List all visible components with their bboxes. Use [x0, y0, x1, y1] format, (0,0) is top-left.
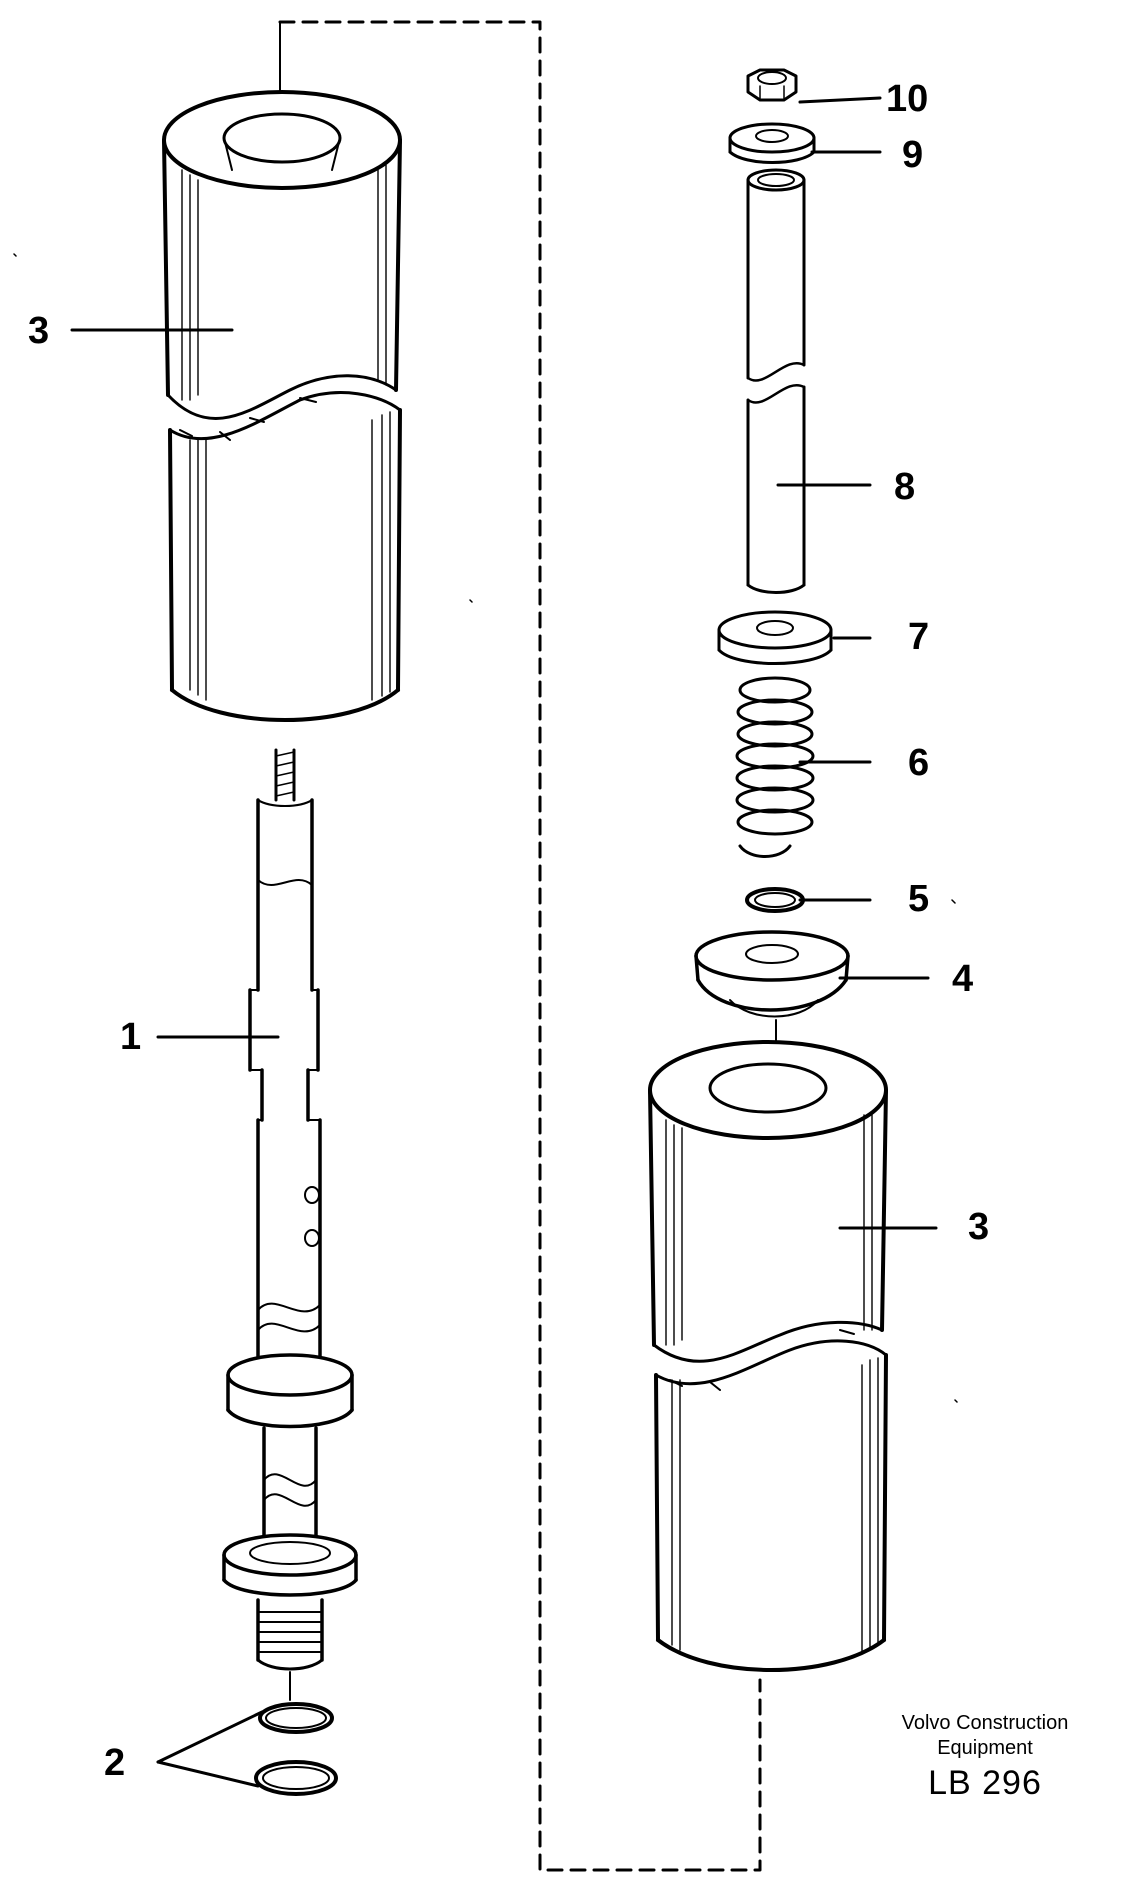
callout-1: 1 [120, 1016, 142, 1058]
valve-cap [694, 930, 850, 1018]
spring [735, 676, 815, 858]
caption-company-line2: Equipment [937, 1737, 1033, 1759]
caption-drawing-code: LB 296 [928, 1764, 1042, 1802]
leader-lines [70, 96, 938, 1788]
retaining-ring [745, 887, 805, 913]
callout-8: 8 [894, 466, 916, 508]
callout-3-left: 3 [28, 310, 50, 352]
callout-6: 6 [908, 742, 930, 784]
right-cylinder [648, 1040, 888, 1672]
callout-2: 2 [104, 1742, 126, 1784]
sleeve [746, 168, 806, 594]
left-cylinder [162, 90, 402, 722]
valve-spool [222, 748, 358, 1701]
o-rings [254, 1702, 338, 1796]
assembly-dashed-line [278, 20, 762, 1872]
callout-4: 4 [952, 958, 974, 1000]
spring-seat [717, 610, 833, 665]
washer [728, 122, 816, 164]
callout-3-right: 3 [968, 1206, 990, 1248]
callout-9: 9 [902, 134, 924, 176]
callout-5: 5 [908, 878, 930, 920]
scan-speckles [13, 253, 958, 1403]
callout-10: 10 [886, 78, 929, 120]
callout-7: 7 [908, 616, 930, 658]
nut [746, 68, 798, 102]
caption-company-line1: Volvo Construction [901, 1712, 1069, 1734]
